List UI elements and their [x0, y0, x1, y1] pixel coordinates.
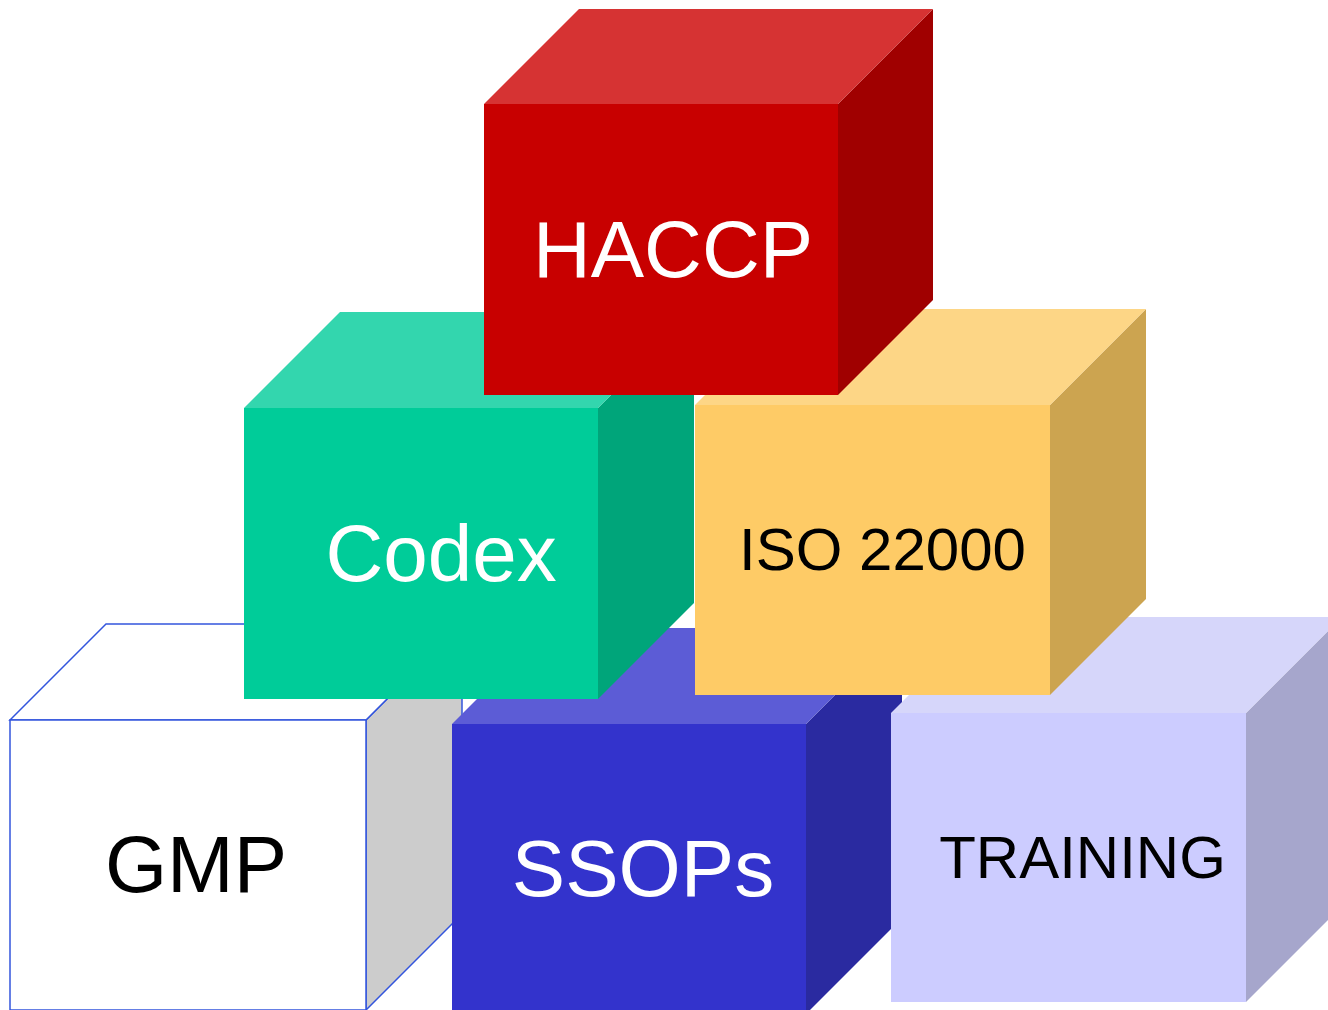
cube-side — [366, 624, 462, 1010]
cube-top — [891, 617, 1328, 713]
cube-face: Codex — [244, 408, 598, 699]
block-label: Codex — [325, 514, 556, 594]
block-label: HACCP — [533, 210, 813, 290]
cube-face: SSOPs — [452, 724, 806, 1010]
cube-top — [452, 628, 902, 724]
cube-front — [244, 408, 598, 699]
block-label: ISO 22000 — [739, 520, 1026, 580]
cube-front — [452, 724, 806, 1010]
cube-top — [244, 312, 694, 408]
block-label: SSOPs — [512, 829, 774, 909]
cube-shape — [484, 9, 933, 395]
cube-face: HACCP — [484, 104, 838, 395]
cube-face: TRAINING — [891, 713, 1246, 1002]
cube-front — [10, 720, 366, 1010]
cube-face: ISO 22000 — [695, 405, 1050, 695]
cube-top — [695, 309, 1146, 405]
cube-top — [484, 9, 933, 104]
cube-top — [10, 624, 462, 720]
cube-front — [484, 104, 838, 395]
cube-front — [695, 405, 1050, 695]
cube-front — [891, 713, 1246, 1002]
cube-side — [806, 628, 902, 1010]
cube-block: HACCP — [484, 9, 933, 395]
block-label: GMP — [105, 825, 287, 905]
block-label: TRAINING — [939, 828, 1226, 888]
cube-face: GMP — [10, 720, 366, 1010]
